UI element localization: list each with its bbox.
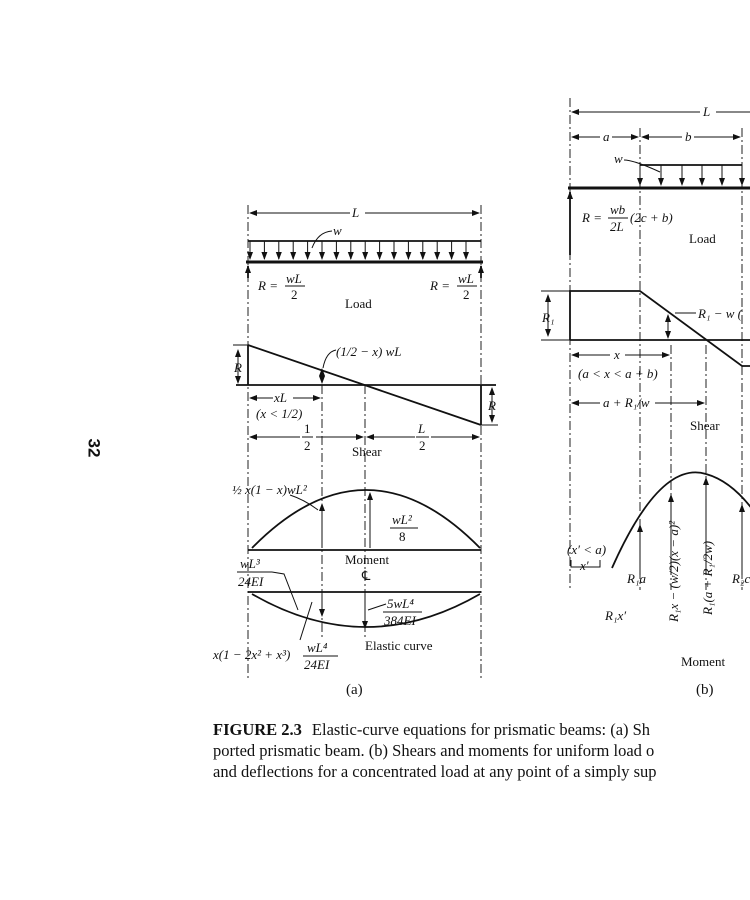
xprime-label: x′ — [579, 558, 589, 573]
deflection-den: 24EI — [304, 657, 330, 672]
load-arrows-b — [637, 165, 745, 186]
load-title-b: Load — [689, 231, 716, 246]
l2-num: L — [417, 421, 425, 436]
shear-r-left: R — [233, 360, 242, 375]
moment-formula: ½ x(1 − x)wL² — [232, 482, 308, 497]
elastic-title: Elastic curve — [365, 638, 433, 653]
load-title: Load — [345, 296, 372, 311]
reaction-den-b: 2L — [610, 219, 624, 234]
moment-max-formula: R₁(a + R₁/2w) — [700, 541, 715, 616]
half-num: 1 — [304, 421, 311, 436]
xprime-condition: (x′ < a) — [567, 542, 606, 557]
figure-a: L w R = wL 2 R = wL 2 Load R R (1/2 − x)… — [212, 205, 498, 698]
shear-r1: R₁ — [541, 310, 554, 325]
x-condition: (x < 1/2) — [256, 406, 302, 421]
caption-line: and deflections for a concentrated load … — [213, 762, 657, 781]
moment-r1x: R₁x′ — [604, 608, 626, 623]
slope-den: 24EI — [238, 574, 264, 589]
shear-title-b: Shear — [690, 418, 720, 433]
load-label-b: w — [614, 151, 623, 166]
moment-curve-b — [611, 471, 750, 569]
moment-max-den: 8 — [399, 529, 406, 544]
shear-formula-b: R₁ − w ( — [697, 306, 743, 321]
reaction-left-num: wL — [286, 271, 302, 286]
reaction-left-den: 2 — [291, 287, 298, 302]
slope-num: wL³ — [240, 556, 261, 571]
x-condition-b: (a < x < a + b) — [578, 366, 658, 381]
reaction-num-b: wb — [610, 202, 626, 217]
moment-curve — [251, 489, 481, 549]
centerline-symbol: ℄ — [361, 568, 371, 583]
shear-formula: (1/2 − x) wL — [336, 344, 401, 359]
reaction-right-den: 2 — [463, 287, 470, 302]
figure-caption: FIGURE 2.3 Elastic-curve equations for pr… — [213, 719, 750, 782]
panel-label-a: (a) — [346, 682, 363, 698]
load-label: w — [333, 223, 342, 238]
span-label-b: L — [702, 104, 710, 119]
zero-shear-b: a + R₁/w — [603, 395, 650, 410]
load-arrows — [247, 241, 469, 260]
a-label: a — [603, 129, 610, 144]
reaction-left: R = — [257, 278, 278, 293]
b-label: b — [685, 129, 692, 144]
moment-r2c: R₂c — [731, 571, 750, 586]
panel-label-b: (b) — [696, 682, 714, 698]
shear-line — [247, 344, 482, 426]
span-label: L — [351, 205, 359, 220]
shear-line-b — [569, 290, 750, 367]
caption-line: Elastic-curve equations for prismatic be… — [311, 720, 651, 739]
elastic-curve — [251, 593, 481, 628]
reaction-tail-b: (2c + b) — [630, 210, 673, 225]
figure-b: L a b w R = wb 2L (2c + b) Load R₁ R₁ − … — [541, 98, 750, 698]
moment-title: Moment — [345, 552, 389, 567]
shear-r-right: R — [487, 398, 496, 413]
moment-r1a: R₁a — [626, 571, 646, 586]
xl-label: xL — [273, 390, 287, 405]
deflection-num: wL⁴ — [307, 640, 328, 655]
deflection-max-den: 384EI — [383, 613, 416, 628]
deflection-max-num: 5wL⁴ — [387, 596, 414, 611]
deflection-formula: x(1 − 2x² + x³) — [212, 647, 290, 662]
moment-title-b: Moment — [681, 654, 725, 669]
moment-max-num: wL² — [392, 512, 413, 527]
l2-den: 2 — [419, 438, 426, 453]
half-den: 2 — [304, 438, 311, 453]
reaction-right-num: wL — [458, 271, 474, 286]
caption-label: FIGURE 2.3 — [213, 720, 302, 739]
caption-line: ported prismatic beam. (b) Shears and mo… — [213, 741, 655, 760]
reaction-formula-b: R = — [581, 210, 602, 225]
moment-mid-formula: R₁x − (w/2)(x − a)² — [666, 520, 681, 623]
reaction-right: R = — [429, 278, 450, 293]
shear-title: Shear — [352, 444, 382, 459]
x-label-b: x — [613, 347, 620, 362]
